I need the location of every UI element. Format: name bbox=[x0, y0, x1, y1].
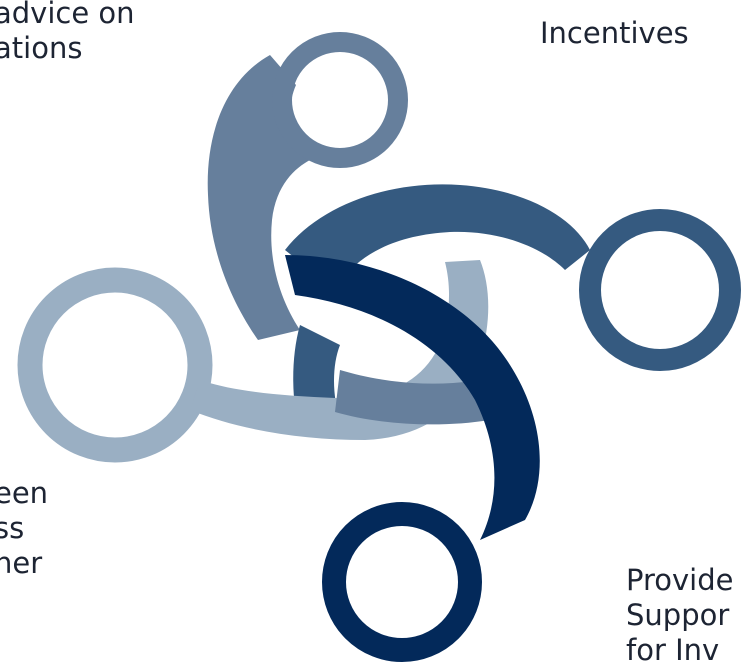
arm-top-ring bbox=[272, 32, 408, 168]
label-top-left: advice on ations bbox=[0, 0, 135, 65]
arm-right-body bbox=[285, 184, 590, 290]
label-bottom-right: Provide Suppor for Inv bbox=[626, 563, 734, 667]
arm-bottom bbox=[285, 255, 540, 662]
arm-left-ring bbox=[17, 267, 213, 463]
label-bottom-left: een ss her bbox=[0, 476, 49, 580]
arm-bottom-ring bbox=[322, 502, 482, 662]
arm-bottom-body bbox=[285, 255, 540, 540]
arm-right-ring bbox=[579, 209, 741, 371]
arm-top-overlap bbox=[335, 370, 490, 425]
arm-top bbox=[207, 32, 408, 340]
label-top-right: Incentives bbox=[540, 16, 689, 50]
arm-top-body bbox=[207, 55, 310, 340]
